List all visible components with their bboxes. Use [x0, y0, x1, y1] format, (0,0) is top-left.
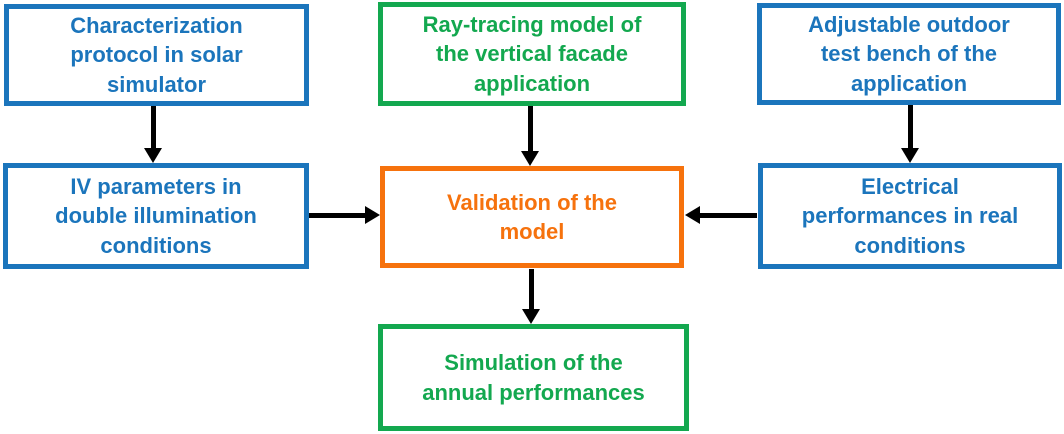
arrow-head-icon — [901, 148, 919, 163]
node-characterization-protocol: Characterization protocol in solar simul… — [4, 4, 309, 106]
node-label: Electrical performances in real conditio… — [801, 174, 1019, 258]
node-ray-tracing-model: Ray-tracing model of the vertical facade… — [378, 2, 686, 106]
arrow-shaft — [309, 213, 366, 218]
arrow-shaft — [528, 106, 533, 152]
arrow-head-icon — [521, 151, 539, 166]
node-label: Validation of the model — [447, 189, 617, 244]
arrow-head-icon — [522, 309, 540, 324]
node-label: Adjustable outdoor test bench of the app… — [808, 12, 1010, 96]
arrow-shaft — [529, 269, 534, 310]
node-electrical-performances: Electrical performances in real conditio… — [758, 163, 1062, 269]
arrow-shaft — [908, 105, 913, 149]
node-label: IV parameters in double illumination con… — [55, 174, 257, 258]
node-label: Simulation of the annual performances — [422, 350, 645, 405]
node-iv-parameters: IV parameters in double illumination con… — [3, 163, 309, 269]
node-outdoor-test-bench: Adjustable outdoor test bench of the app… — [757, 3, 1061, 105]
arrow-head-icon — [365, 206, 380, 224]
node-label: Ray-tracing model of the vertical facade… — [422, 12, 642, 96]
arrow-head-icon — [685, 206, 700, 224]
arrow-shaft — [151, 106, 156, 149]
node-simulation-annual-performances: Simulation of the annual performances — [378, 324, 689, 431]
arrow-shaft — [699, 213, 757, 218]
arrow-head-icon — [144, 148, 162, 163]
node-label: Characterization protocol in solar simul… — [70, 13, 243, 97]
node-validation-of-model: Validation of the model — [380, 166, 684, 268]
